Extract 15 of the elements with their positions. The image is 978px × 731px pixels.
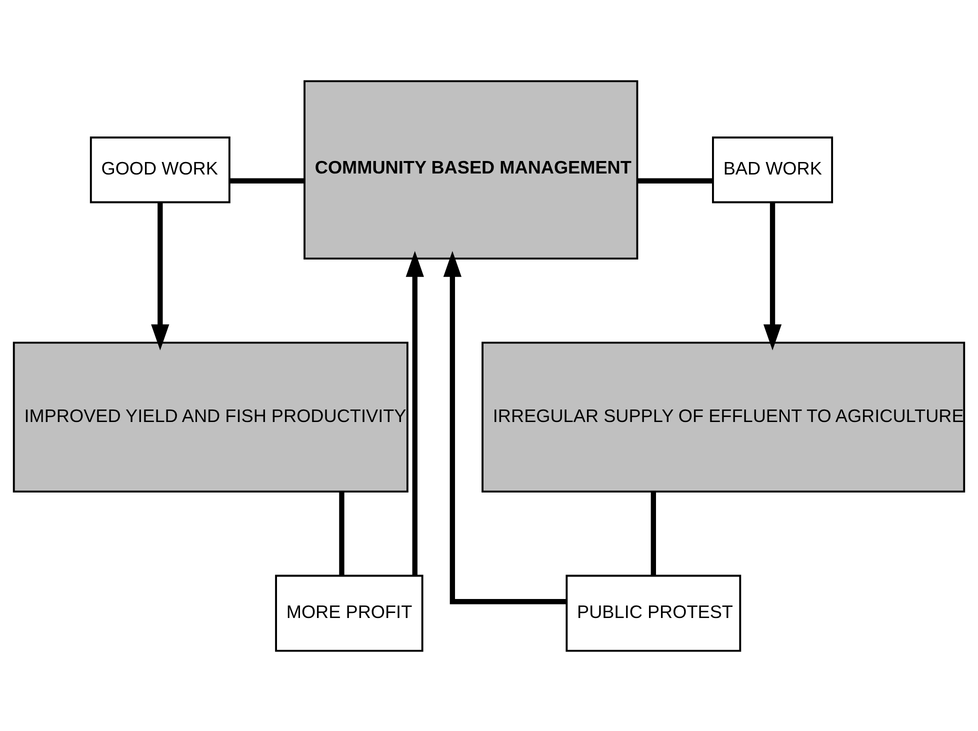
connector: [650, 491, 656, 576]
node-box: IRREGULAR SUPPLY OF EFFLUENT TO AGRICULTURE: [482, 341, 966, 492]
arrow: [406, 250, 424, 575]
node-box: IMPROVED YIELD AND FISH PRODUCTIVITY: [12, 341, 408, 492]
arrow: [763, 202, 782, 350]
arrow: [151, 202, 170, 350]
node-box: GOOD WORK: [90, 136, 230, 203]
node-box: PUBLIC PROTEST: [566, 574, 742, 652]
connector: [638, 178, 713, 183]
arrow: [443, 250, 566, 604]
node-box: COMMUNITY BASED MANAGEMENT: [304, 80, 638, 260]
connector: [230, 178, 304, 183]
node-box: BAD WORK: [712, 136, 834, 203]
node-box: MORE PROFIT: [275, 574, 424, 652]
connector: [339, 491, 344, 576]
